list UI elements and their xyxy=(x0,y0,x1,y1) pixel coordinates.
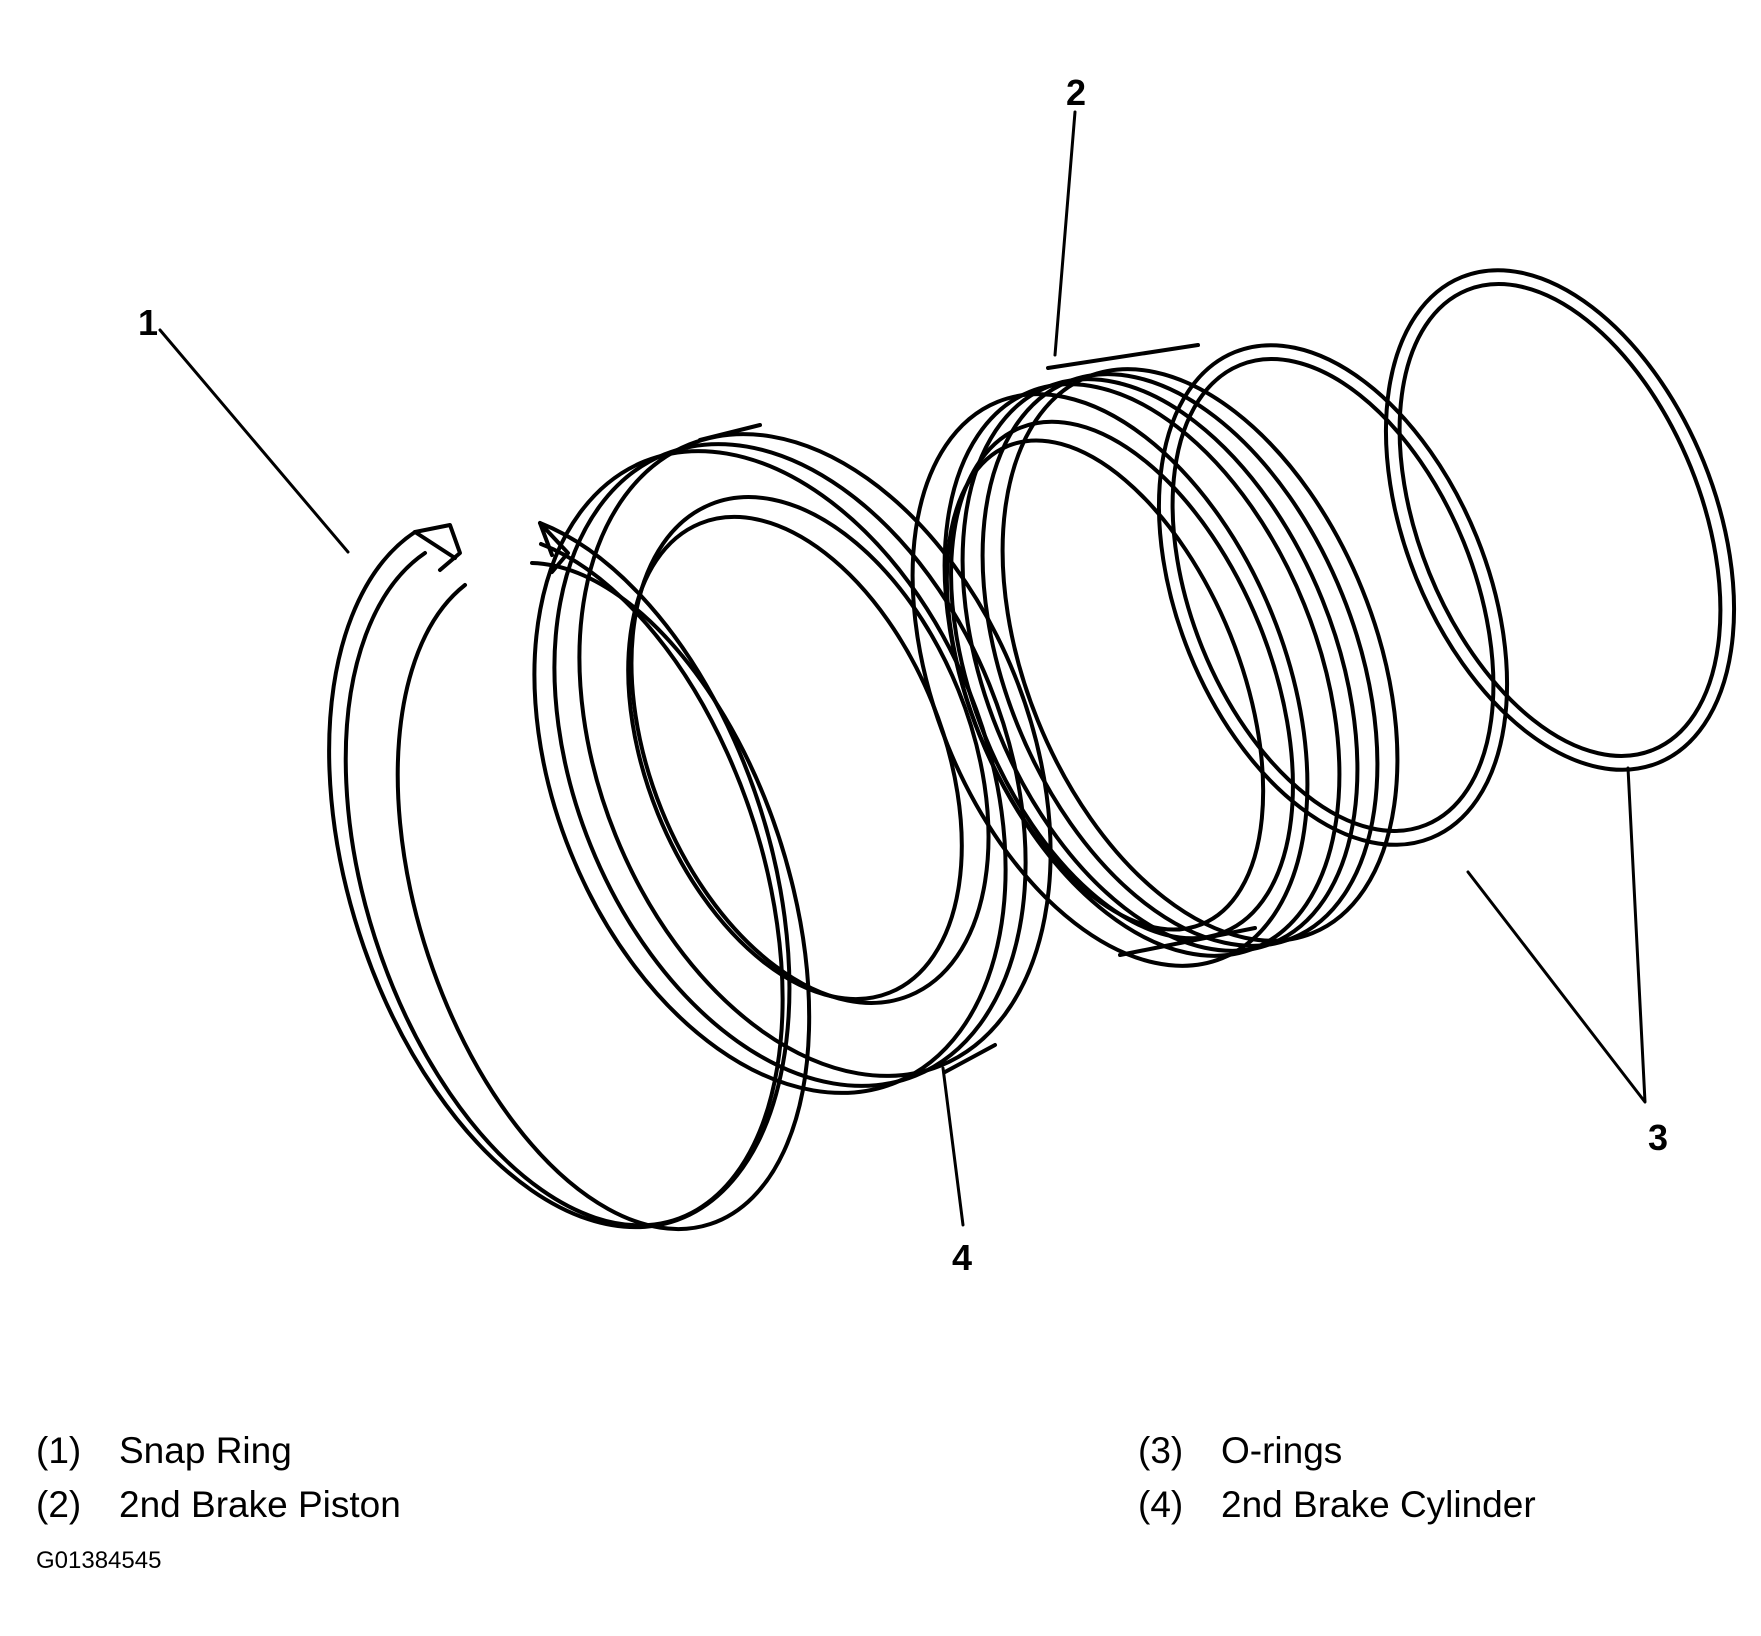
callout-2: 2 xyxy=(1066,72,1086,113)
figure-code: G01384545 xyxy=(36,1547,162,1574)
legend-label: Snap Ring xyxy=(119,1430,292,1471)
brake-cylinder xyxy=(532,423,1053,1095)
legend-number: (1) xyxy=(36,1430,82,1471)
snap-ring xyxy=(327,521,812,1232)
legend-label: 2nd Brake Cylinder xyxy=(1221,1484,1536,1525)
legend-item-brake-piston: (2) 2nd Brake Piston xyxy=(36,1478,401,1532)
callout-1: 1 xyxy=(138,302,158,343)
legend-number: (2) xyxy=(36,1484,82,1525)
brake-piston xyxy=(910,343,1400,968)
legend-right-column: (3) O-rings (4) 2nd Brake Cylinder xyxy=(1138,1424,1536,1532)
legend-left-column: (1) Snap Ring (2) 2nd Brake Piston xyxy=(36,1424,401,1532)
legend-label: 2nd Brake Piston xyxy=(119,1484,401,1525)
leader-line-4 xyxy=(941,1066,965,1227)
callout-3: 3 xyxy=(1648,1117,1668,1158)
legend-number: (3) xyxy=(1138,1430,1184,1471)
callout-4: 4 xyxy=(952,1237,972,1278)
legend-item-brake-cylinder: (4) 2nd Brake Cylinder xyxy=(1138,1478,1536,1532)
leader-line-3 xyxy=(1466,766,1647,1104)
o-ring-rear xyxy=(1383,268,1737,772)
legend-number: (4) xyxy=(1138,1484,1184,1525)
o-ring-front xyxy=(1156,343,1510,847)
legend-label: O-rings xyxy=(1221,1430,1343,1471)
legend-item-snap-ring: (1) Snap Ring xyxy=(36,1424,401,1478)
leader-line-2 xyxy=(1053,110,1077,357)
leader-line-1 xyxy=(158,328,350,554)
legend-item-o-rings: (3) O-rings xyxy=(1138,1424,1536,1478)
